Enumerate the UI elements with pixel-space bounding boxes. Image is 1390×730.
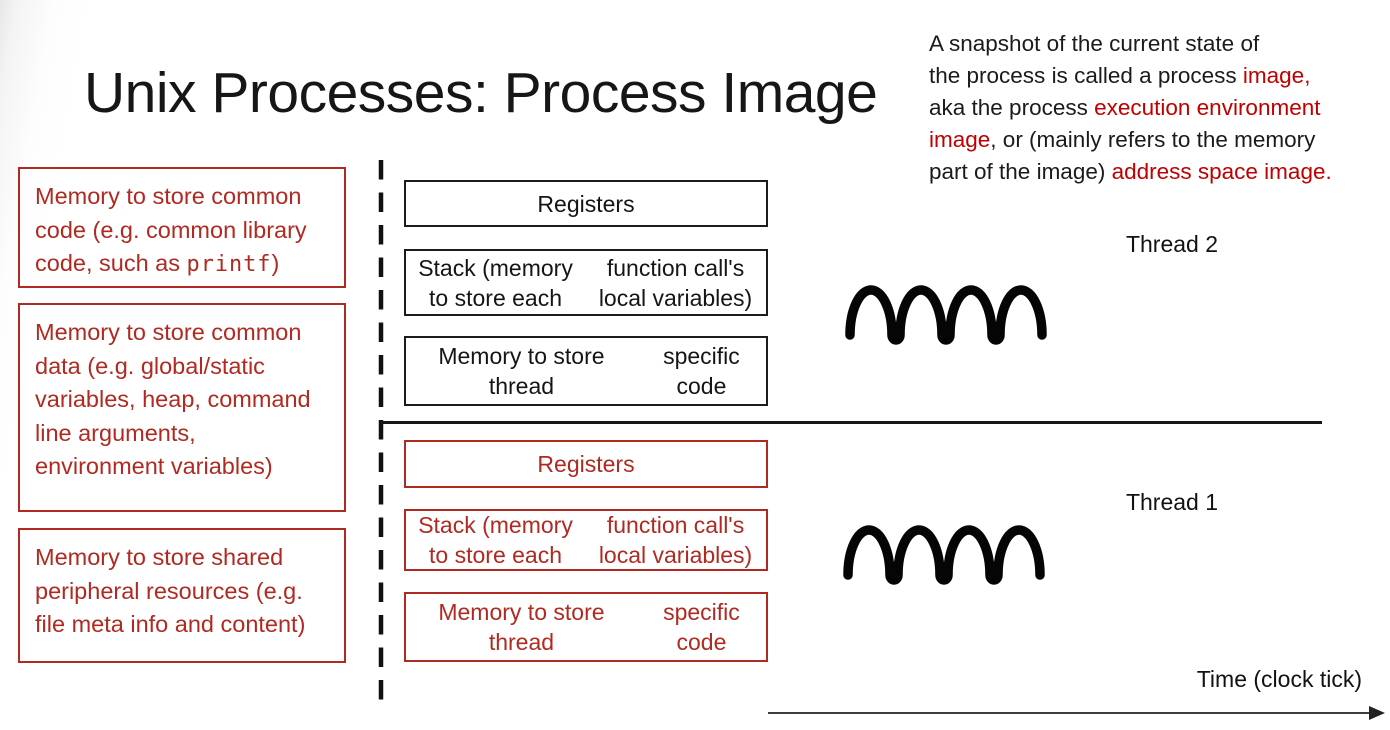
thread2-registers-box: Registers (404, 180, 768, 227)
time-axis-arrow-icon (768, 706, 1385, 720)
thread-divider-line (381, 421, 1322, 424)
thread1-label: Thread 1 (1125, 489, 1219, 515)
time-axis-label: Time (clock tick) (1196, 666, 1362, 692)
thread1-registers-box: Registers (404, 440, 768, 488)
thread1-activity-squiggle-icon (843, 525, 1045, 585)
dashed-separator-line (378, 160, 384, 701)
page-title: Unix Processes: Process Image (84, 61, 878, 125)
thread2-activity-squiggle-icon (845, 285, 1047, 345)
thread2-label: Thread 2 (1125, 231, 1219, 257)
